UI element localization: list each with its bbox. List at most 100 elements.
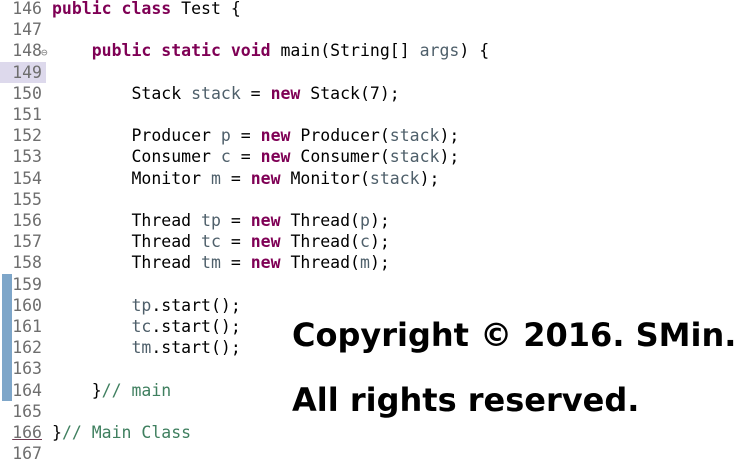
code-line[interactable]: 164 }// main xyxy=(0,379,740,401)
code-line[interactable]: 151 xyxy=(0,104,740,125)
code-line[interactable]: 161 tc.start(); xyxy=(0,316,740,338)
line-number: 167 xyxy=(12,444,42,464)
change-indicator-bar xyxy=(2,316,12,338)
line-number-gutter: 148 xyxy=(0,40,46,61)
variable-token: c xyxy=(220,147,231,167)
code-line[interactable]: 157 Thread tc = new Thread(c); xyxy=(0,231,740,252)
variable-token: stack xyxy=(389,147,440,167)
change-indicator-bar xyxy=(2,379,12,401)
variable-token: tp xyxy=(201,211,221,230)
keyword-token: new xyxy=(250,211,281,230)
code-line[interactable]: 160 tp.start(); xyxy=(0,294,740,316)
keyword-token: public class xyxy=(52,0,172,18)
comment-token: // Main Class xyxy=(61,423,192,442)
line-number: 151 xyxy=(12,105,42,124)
keyword-token: public static void xyxy=(91,41,271,61)
variable-token: tm xyxy=(201,253,221,273)
fold-collapse-icon[interactable]: ⊖ xyxy=(41,46,48,60)
variable-token: tc xyxy=(131,317,152,336)
variable-token: stack xyxy=(191,83,241,103)
line-number-gutter: 156 xyxy=(0,210,46,231)
code-token: Monitor( xyxy=(280,168,370,188)
code-text: Monitor m = new Monitor(stack); xyxy=(52,168,439,189)
code-token: Thread xyxy=(52,211,202,230)
code-line[interactable]: 159 xyxy=(0,273,740,295)
code-token: Consumer xyxy=(52,147,221,167)
code-line[interactable]: 166 }// Main Class xyxy=(0,422,740,443)
keyword-token: new xyxy=(250,168,281,188)
keyword-token: new xyxy=(250,232,281,252)
variable-token: tm xyxy=(131,338,152,358)
variable-token: p xyxy=(360,211,370,230)
code-token: Stack xyxy=(52,83,192,103)
change-indicator-bar xyxy=(2,337,12,359)
code-token: ); xyxy=(369,211,390,230)
line-number: 163 xyxy=(12,359,42,379)
variable-token: m xyxy=(360,253,370,273)
line-number-gutter: 158 xyxy=(0,252,46,273)
code-token: = xyxy=(220,211,251,230)
code-line[interactable]: 152 Producer p = new Producer(stack); xyxy=(0,125,740,146)
line-number-gutter: 163 xyxy=(0,358,46,380)
code-line[interactable]: 158 Thread tm = new Thread(m); xyxy=(0,252,740,273)
code-token: = xyxy=(220,168,251,188)
code-token: = xyxy=(220,253,251,273)
copyright-watermark: Copyright © 2016. SMin. xyxy=(292,316,737,354)
code-token: .start(); xyxy=(151,295,241,315)
code-text: public static void main(String[] args) { xyxy=(52,40,489,61)
line-number-gutter: 166 xyxy=(0,422,46,443)
line-number-gutter: 153 xyxy=(0,146,46,167)
line-number-gutter: 150 xyxy=(0,83,46,104)
line-number-gutter: 159 xyxy=(0,273,46,295)
code-token: Producer xyxy=(52,126,221,146)
code-line[interactable]: 156 Thread tp = new Thread(p); xyxy=(0,210,740,231)
variable-token: stack xyxy=(389,126,440,146)
code-line[interactable]: 162 tm.start(); xyxy=(0,337,740,359)
code-line[interactable]: 154 Monitor m = new Monitor(stack); xyxy=(0,168,740,189)
keyword-token: new xyxy=(260,126,291,146)
line-number-gutter: 146 xyxy=(0,0,46,19)
code-text: }// Main Class xyxy=(52,422,191,443)
code-line[interactable]: 165 xyxy=(0,401,740,422)
line-number-gutter: 160 xyxy=(0,294,46,316)
code-token: Producer( xyxy=(290,126,390,146)
line-number: 160 xyxy=(12,295,42,315)
code-text: tm.start(); xyxy=(52,337,240,358)
code-line[interactable]: 148⊖ public static void main(String[] ar… xyxy=(0,40,740,61)
code-text: tc.start(); xyxy=(52,316,240,337)
code-line[interactable]: 155 xyxy=(0,189,740,210)
code-token: ); xyxy=(439,126,460,146)
line-number: 149 xyxy=(12,62,42,82)
code-line[interactable]: 149 xyxy=(0,61,740,83)
change-indicator-bar xyxy=(2,294,12,316)
code-token: Thread( xyxy=(280,232,360,252)
change-indicator-bar xyxy=(2,273,12,295)
code-line[interactable]: 150 Stack stack = new Stack(7); xyxy=(0,83,740,104)
variable-token: tc xyxy=(201,232,221,252)
code-token xyxy=(52,296,131,315)
rights-reserved-watermark: All rights reserved. xyxy=(292,381,640,419)
code-line[interactable]: 163 xyxy=(0,358,740,380)
line-number: 155 xyxy=(12,189,42,209)
code-text: tp.start(); xyxy=(52,295,241,316)
variable-token: m xyxy=(210,168,221,188)
keyword-token: new xyxy=(260,147,291,167)
code-token: Stack(7); xyxy=(300,83,400,103)
code-token: Thread xyxy=(52,232,202,252)
code-token: Thread xyxy=(52,253,202,273)
code-line[interactable]: 153 Consumer c = new Consumer(stack); xyxy=(0,146,740,167)
variable-token: c xyxy=(360,232,370,252)
line-number: 165 xyxy=(12,401,42,421)
line-number-gutter: 151 xyxy=(0,104,46,125)
line-number: 146 xyxy=(12,0,42,18)
code-text: Thread tm = new Thread(m); xyxy=(52,252,389,273)
line-number-gutter: 164 xyxy=(0,379,46,401)
code-line[interactable]: 167 xyxy=(0,443,740,464)
line-number: 150 xyxy=(12,83,42,103)
code-text: Stack stack = new Stack(7); xyxy=(52,83,400,104)
code-token: ); xyxy=(439,147,460,167)
code-line[interactable]: 147 xyxy=(0,19,740,40)
code-token xyxy=(52,338,131,357)
